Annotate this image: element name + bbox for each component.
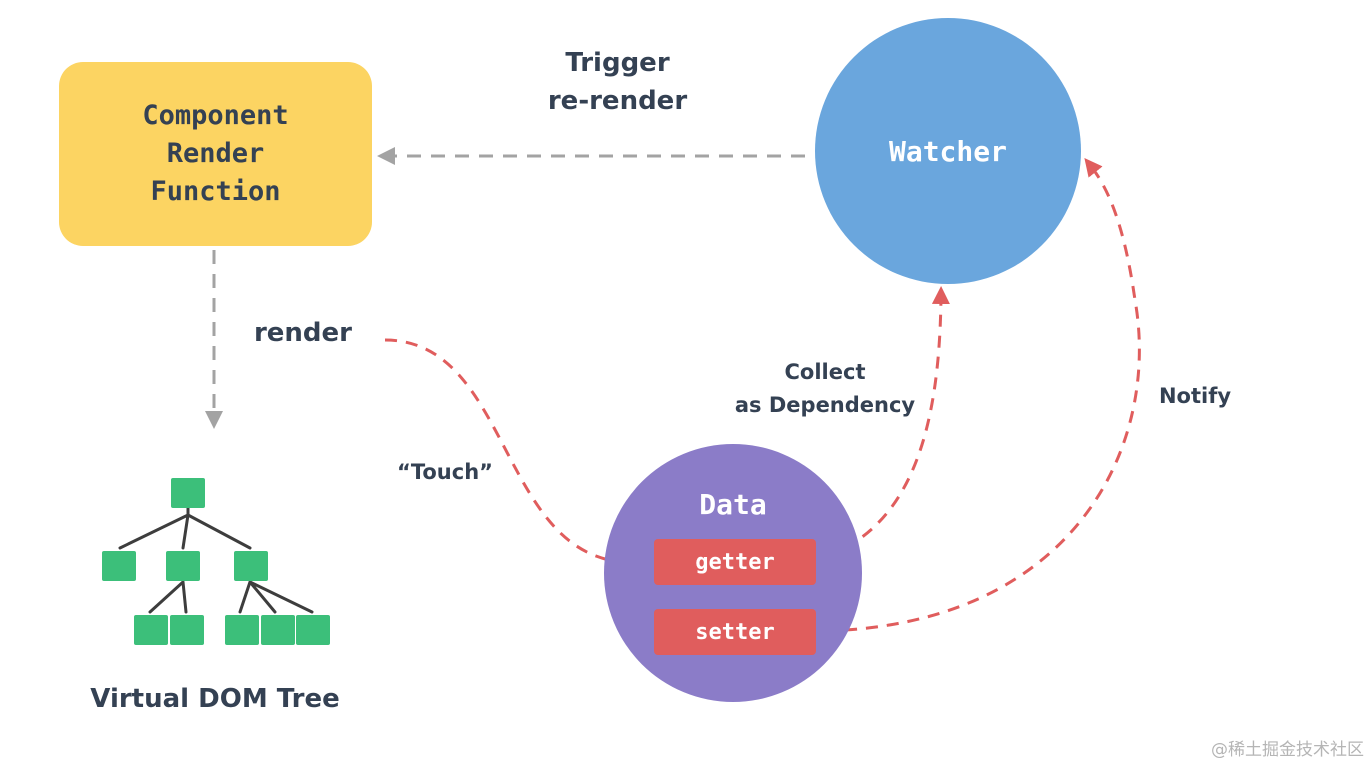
render-label: render (253, 318, 353, 348)
trigger-rerender-label: Trigger re-render (547, 48, 688, 116)
watcher-node: Watcher (815, 18, 1081, 284)
collect-dependency-arrow (844, 286, 950, 550)
component-render-function-box: Component Render Function (59, 62, 372, 246)
notify-label: Notify (1158, 384, 1232, 408)
touch-label: “Touch” (397, 460, 493, 484)
data-label: Data (699, 488, 767, 521)
getter-pill: getter (654, 539, 816, 585)
data-node: Data getter setter (604, 444, 862, 702)
virtual-dom-tree-label: Virtual DOM Tree (90, 684, 340, 714)
notify-arrow (844, 157, 1141, 632)
touch-arrow (384, 338, 649, 572)
setter-pill: setter (654, 609, 816, 655)
watcher-label: Watcher (888, 134, 1007, 168)
render-function-label: Component Render Function (142, 100, 289, 207)
collect-dependency-label: Collect as Dependency (734, 360, 916, 417)
watermark: @稀土掘金技术社区 (1211, 740, 1364, 760)
virtual-dom-tree-icon (102, 478, 330, 645)
